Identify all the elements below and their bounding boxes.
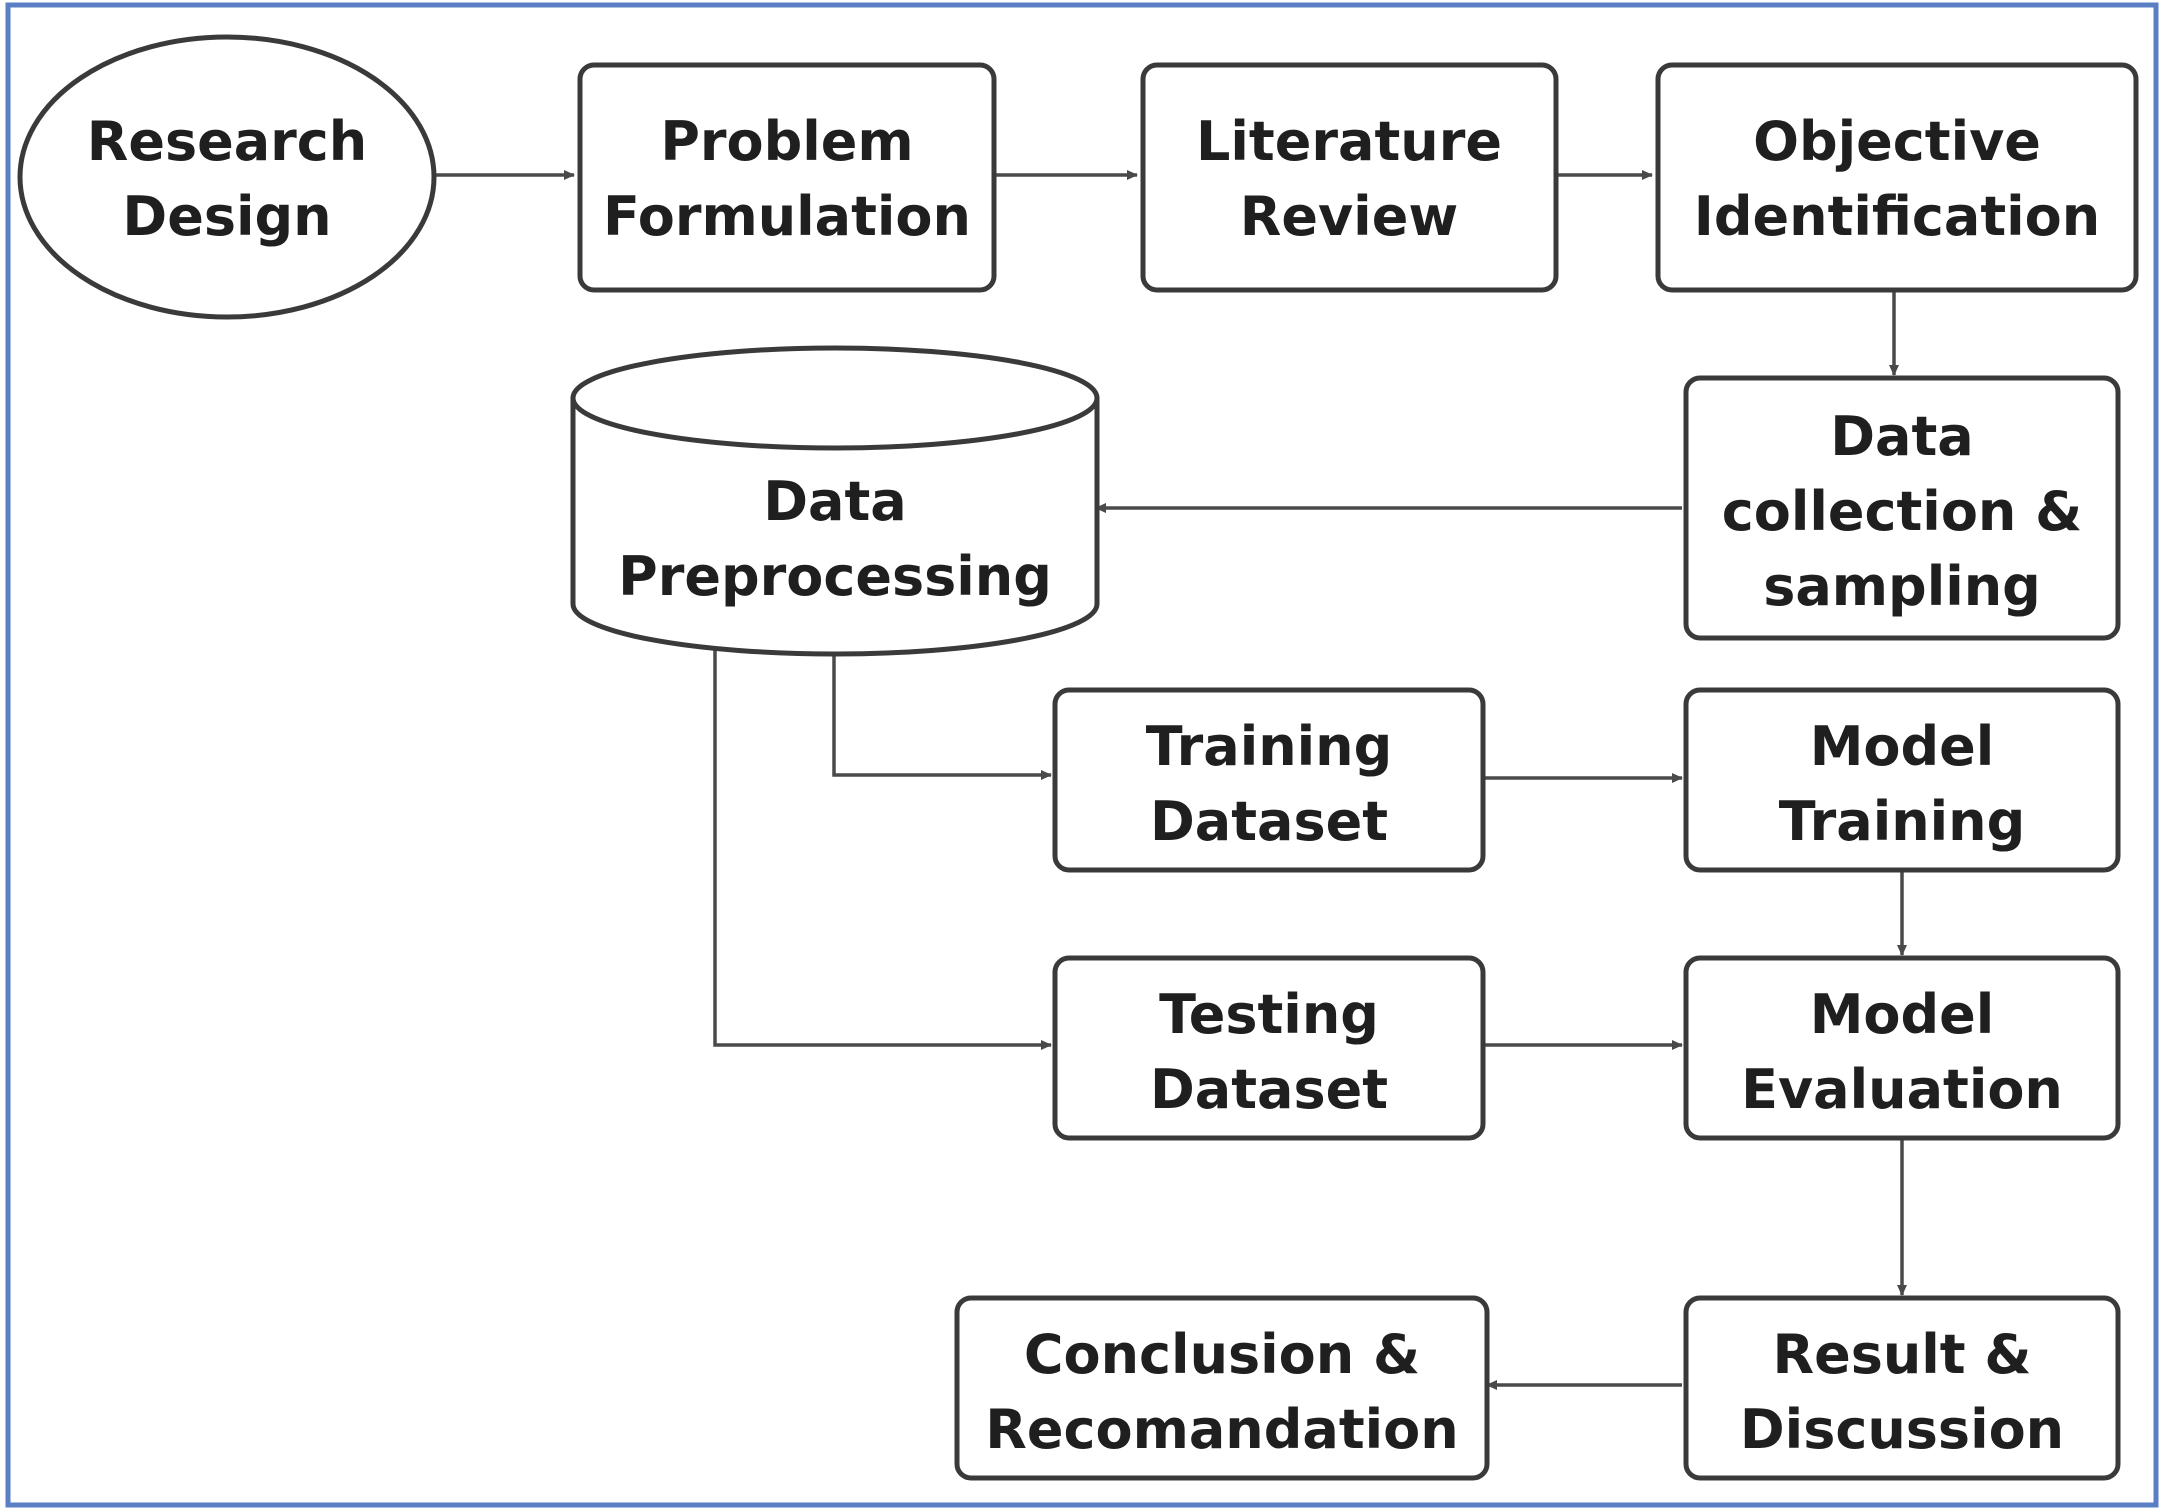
node-research-design-shape [17,34,437,320]
label-training-dataset-line2: Dataset [1150,790,1388,853]
label-model-evaluation-line2: Evaluation [1741,1058,2063,1121]
node-model-evaluation-shape [1683,955,2121,1141]
node-conclusion-shape [954,1295,1490,1481]
label-result-discussion-line1: Result & [1772,1323,2031,1386]
label-model-evaluation-line1: Model [1810,983,1995,1046]
node-problem-formulation-shape [577,62,997,293]
label-data-preprocessing-line1: Data [763,470,907,533]
label-data-collection-line1: Data [1830,405,1974,468]
label-model-training-line2: Training [1779,790,2026,853]
label-model-training-line1: Model [1810,715,1995,778]
label-research-design-line2: Design [122,185,331,248]
nodes-layer [17,34,2139,1481]
label-data-collection-line2: collection & [1722,480,2083,543]
label-literature-review-line2: Review [1240,185,1458,248]
edges-layer [434,170,1907,1390]
label-conclusion-line2: Recomandation [985,1398,1458,1461]
node-literature-review-shape [1140,62,1559,293]
label-conclusion-line1: Conclusion & [1024,1323,1420,1386]
node-data-collection-shape [1683,375,2121,641]
labels-layer: Research Design Problem Formulation Lite… [87,110,2100,1461]
label-research-design-line1: Research [87,110,368,173]
label-problem-formulation-line1: Problem [660,110,913,173]
label-testing-dataset-line2: Dataset [1150,1058,1388,1121]
edge-preprocessing-to-training [832,655,1052,780]
label-objective-identification-line1: Objective [1753,110,2041,173]
node-data-preprocessing-shape [570,398,1100,657]
label-testing-dataset-line1: Testing [1159,983,1379,1046]
label-literature-review-line1: Literature [1196,110,1502,173]
node-training-dataset-shape [1052,687,1486,873]
label-data-collection-line3: sampling [1763,555,2041,618]
label-problem-formulation-line2: Formulation [603,185,971,248]
node-data-preprocessing-top [570,345,1100,451]
node-result-discussion-shape [1683,1295,2121,1481]
label-training-dataset-line1: Training [1146,715,1393,778]
edge-preprocessing-to-testing [713,650,1052,1050]
node-objective-identification-shape [1655,62,2139,293]
label-data-preprocessing-line2: Preprocessing [618,545,1052,608]
node-model-training-shape [1683,687,2121,873]
label-result-discussion-line2: Discussion [1740,1398,2064,1461]
label-objective-identification-line2: Identification [1694,185,2100,248]
node-testing-dataset-shape [1052,955,1486,1141]
